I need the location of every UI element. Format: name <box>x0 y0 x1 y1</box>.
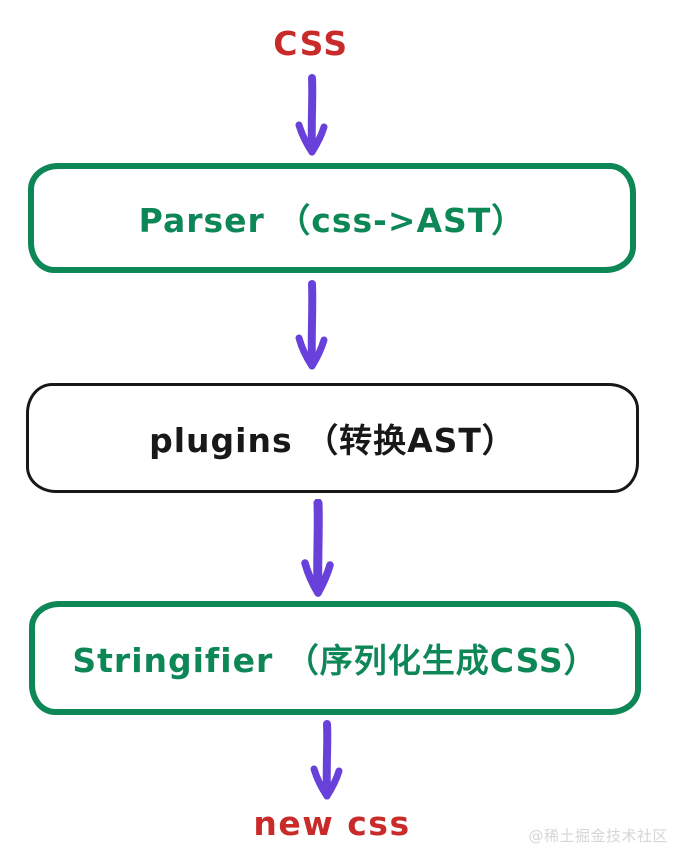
flow-node-parser-label: Parser （css->AST） <box>138 201 526 240</box>
flow-node-parser: Parser （css->AST） <box>28 163 636 273</box>
juejin-watermark: @稀土掘金技术社区 <box>528 827 668 845</box>
down-arrow-icon <box>301 499 334 597</box>
flow-node-stringifier: Stringifier （序列化生成CSS） <box>29 601 641 715</box>
down-arrow-icon <box>295 280 328 370</box>
flow-node-stringifier-label: Stringifier （序列化生成CSS） <box>72 641 598 680</box>
flow-node-plugins-label: plugins （转换AST） <box>149 421 516 460</box>
down-arrow-icon <box>295 74 328 156</box>
down-arrow-icon <box>310 720 343 800</box>
flow-node-plugins: plugins （转换AST） <box>26 383 639 493</box>
result-new-css-label: new css <box>253 804 411 843</box>
source-css-label: CSS <box>273 24 349 63</box>
